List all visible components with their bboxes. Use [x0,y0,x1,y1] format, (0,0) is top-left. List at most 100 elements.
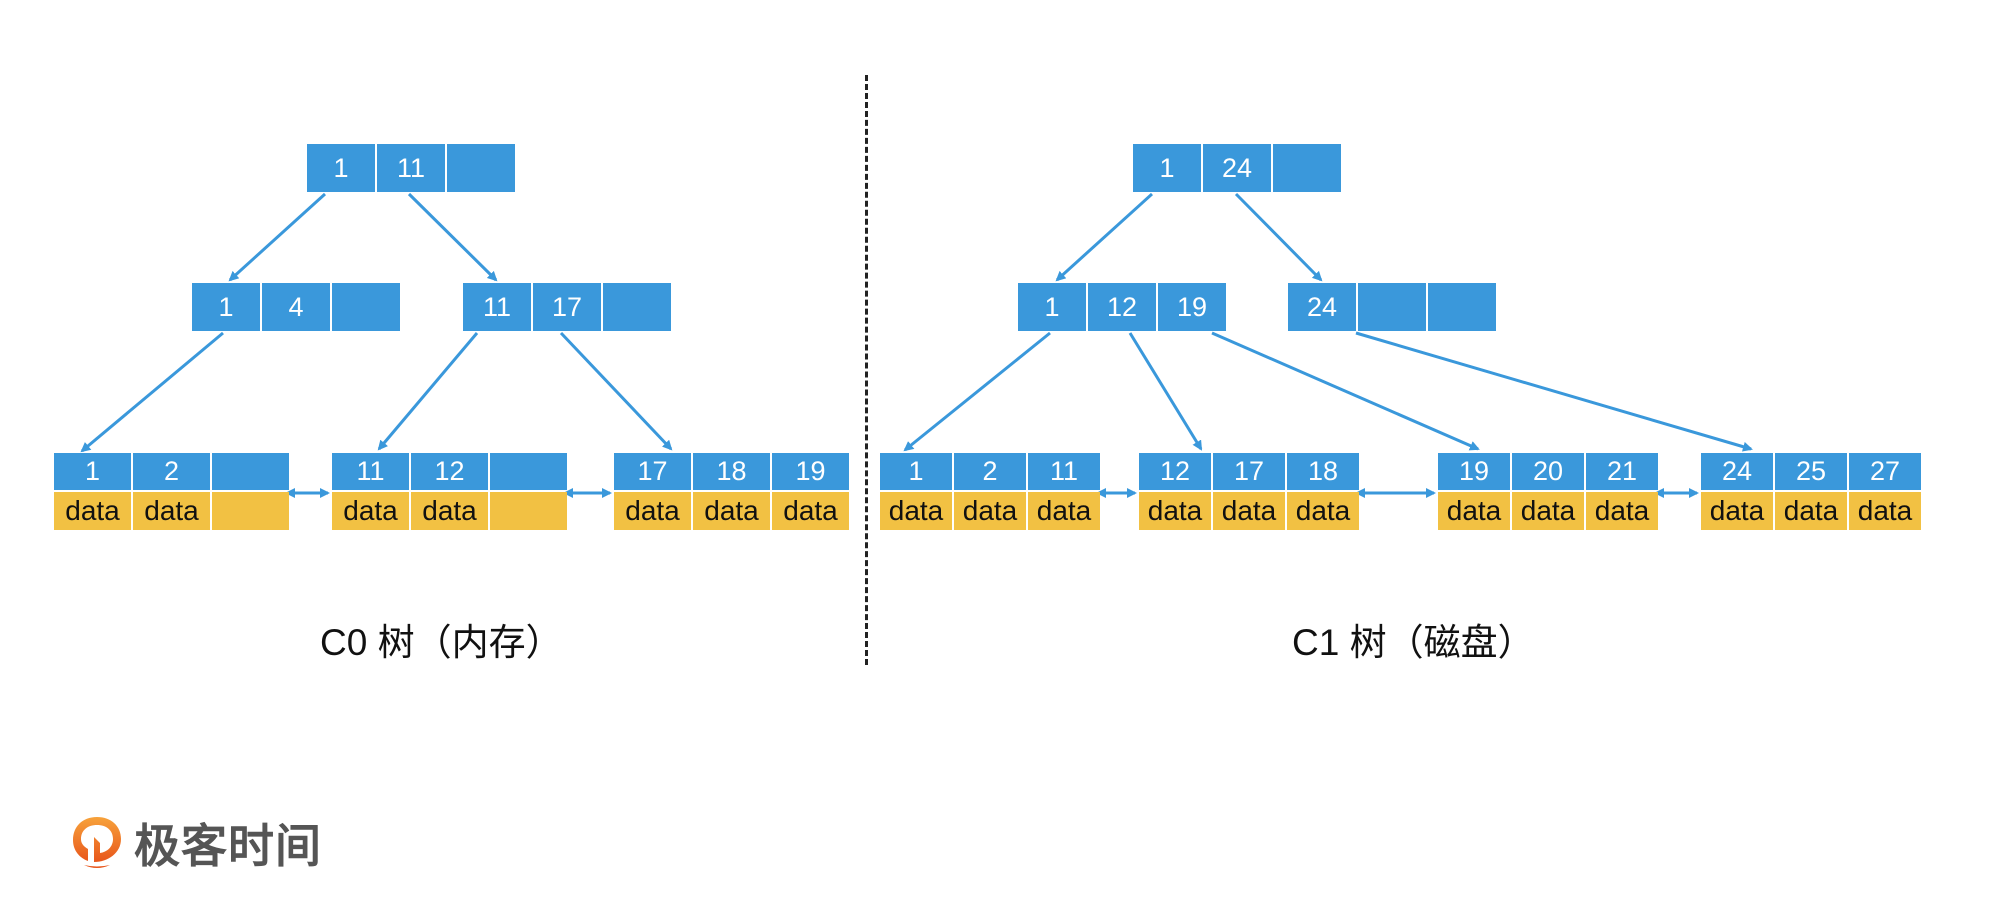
leaf-data-cell: data [954,492,1026,530]
leaf-data-cell: data [1849,492,1921,530]
leaf-data-cell [490,492,567,530]
leaf-data-cell: data [1701,492,1773,530]
key-cell: 24 [1203,144,1271,192]
key-cell: 1 [1018,283,1086,331]
leaf-key-cell: 11 [332,453,409,490]
leaf-key-cell [490,453,567,490]
leaf-data-cell: data [772,492,849,530]
key-cell: 17 [533,283,601,331]
edge-c0-l2-b-11-to-c0-leaf-2 [377,332,479,451]
leaf-key-cell: 12 [1139,453,1211,490]
leaf-data-cell: data [1512,492,1584,530]
leaf-key-cell: 24 [1701,453,1773,490]
key-cell [1273,144,1341,192]
leaf-data-cell: data [332,492,409,530]
leaf-data-cell: data [1586,492,1658,530]
leaf-key-cell: 11 [1028,453,1100,490]
edge-c1-l2-a-12-to-c1-leaf-2 [1128,332,1203,451]
key-cell: 11 [377,144,445,192]
key-cell: 11 [463,283,531,331]
leaf-key-cell: 21 [1586,453,1658,490]
leaf-key-cell: 1 [54,453,131,490]
leaf-key-cell: 12 [411,453,488,490]
leaf-data-cell: data [411,492,488,530]
key-cell: 1 [307,144,375,192]
edge-c1-l2-a-1-to-c1-leaf-1 [903,331,1051,452]
edge-c1-root-24-to-c1-l2-b [1234,192,1323,282]
leaf-data-cell: data [880,492,952,530]
leaf-key-cell: 2 [954,453,1026,490]
leaf-data-cell: data [1213,492,1285,530]
leaf-data-cell: data [1028,492,1100,530]
leaf-key-cell [212,453,289,490]
leaf-key-cell: 17 [1213,453,1285,490]
leaf-data-cell: data [1775,492,1847,530]
key-cell: 1 [192,283,260,331]
key-cell [1358,283,1426,331]
key-cell [1428,283,1496,331]
leaf-key-cell: 18 [1287,453,1359,490]
leaf-key-cell: 2 [133,453,210,490]
edge-c0-root-1-to-c0-l2-a [228,192,327,282]
key-cell: 1 [1133,144,1201,192]
leaf-data-cell: data [1287,492,1359,530]
edge-c1-l2-a-19-to-c1-leaf-3 [1211,331,1480,451]
geektime-logo-icon [73,817,121,868]
edge-c1-l2-b-24-to-c1-leaf-4 [1355,331,1753,452]
leaf-key-cell: 20 [1512,453,1584,490]
key-cell [603,283,671,331]
leaf-key-cell: 17 [614,453,691,490]
leaf-key-cell: 27 [1849,453,1921,490]
edge-c0-l2-a-1-to-c0-leaf-1 [80,331,224,453]
leaf-data-cell [212,492,289,530]
key-cell: 19 [1158,283,1226,331]
leaf-data-cell: data [54,492,131,530]
leaf-key-cell: 18 [693,453,770,490]
c0-caption: C0 树（内存） [320,622,563,663]
edge-c0-l2-b-17-to-c0-leaf-3 [559,331,673,451]
leaf-data-cell: data [1139,492,1211,530]
leaf-data-cell: data [693,492,770,530]
geektime-logo: 极客时间 [70,810,322,876]
key-cell: 4 [262,283,330,331]
key-cell: 12 [1088,283,1156,331]
leaf-key-cell: 25 [1775,453,1847,490]
leaf-data-cell: data [1438,492,1510,530]
section-divider [865,75,868,665]
key-cell [332,283,400,331]
leaf-key-cell: 19 [1438,453,1510,490]
leaf-data-cell: data [614,492,691,530]
leaf-key-cell: 19 [772,453,849,490]
c1-caption: C1 树（磁盘） [1292,622,1535,663]
leaf-key-cell: 1 [880,453,952,490]
geektime-logo-text: 极客时间 [134,820,322,872]
c1-l2-b-node: 24 [1288,283,1496,331]
